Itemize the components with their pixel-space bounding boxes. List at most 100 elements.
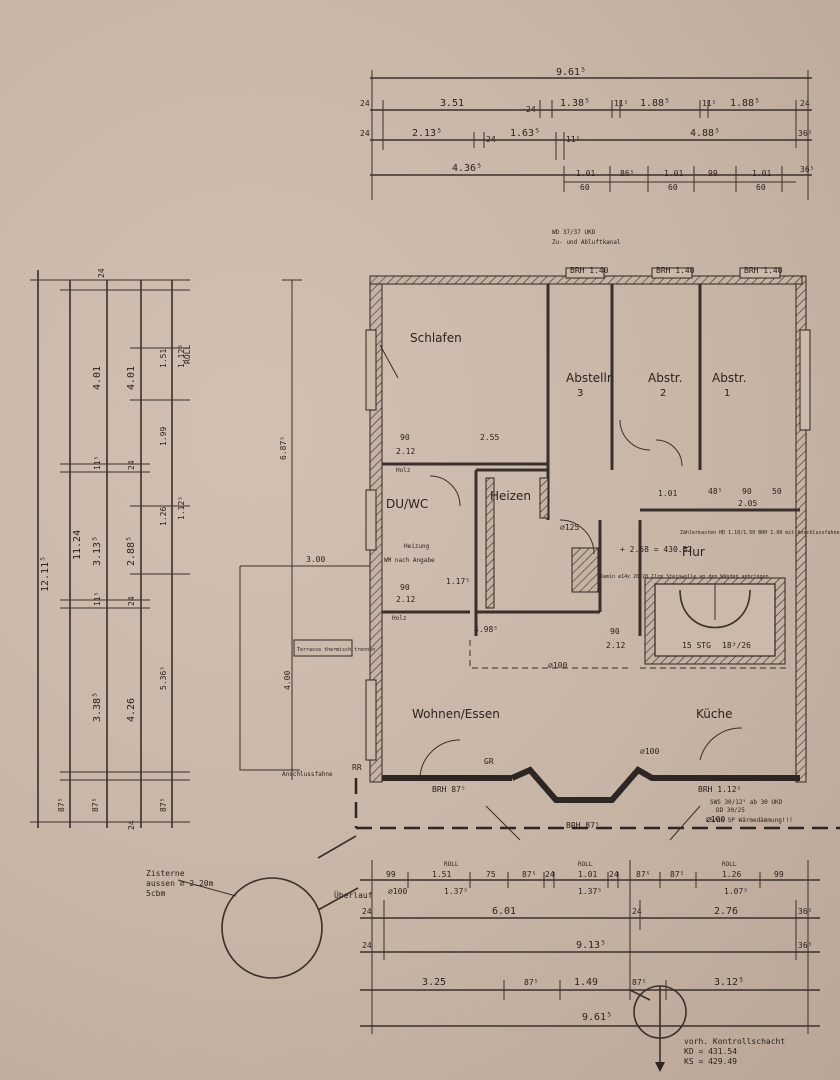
dim-label: 36⁵ (800, 165, 814, 174)
room-wohnen-essen: Wohnen/Essen (412, 707, 500, 721)
gr-label: GR (484, 757, 494, 766)
waermedaemmung-note: LS/GG SP Wärmedämmung!!! (706, 817, 793, 824)
stair-ratio: 18³/26 (722, 641, 751, 650)
dim-label: 1.88⁵ (640, 98, 670, 109)
dim-label: 1.88⁵ (730, 98, 760, 109)
dim-label: 1.17⁵ (446, 577, 470, 586)
dim-label: 3.25 (422, 977, 446, 988)
dim-label: ⌀100 (548, 661, 567, 670)
dim-label: 87⁵ (670, 870, 684, 879)
room-abstellr-3: Abstellr. (566, 371, 614, 385)
dim-label: 3.00 (306, 555, 325, 564)
dim-label: 1.12⁵ (177, 344, 186, 368)
dim-label: 99 (708, 169, 718, 178)
dim-label: 4.36⁵ (452, 163, 482, 174)
dim-label: 6.87⁵ (279, 436, 288, 460)
dim-label: 24 (127, 820, 136, 830)
room-abstr-2: Abstr. (648, 371, 682, 385)
dim-label: 2.76 (714, 906, 738, 917)
dim-label: 4.88⁵ (690, 128, 720, 139)
dd-note: DD 30/25 (716, 807, 745, 814)
top-dimension-chains: 9.61⁵ 24 3.51 24 1.38⁵ 11⁵ 1.88⁵ 11⁵ 1.8… (360, 67, 814, 200)
dim-label: 4.26 (126, 698, 137, 722)
room-kueche: Küche (696, 707, 732, 721)
wd-label: WD 37/37 UKD (552, 229, 596, 236)
dim-label: 24 (632, 907, 642, 916)
window-brh: BRH 1.40 (744, 266, 783, 275)
dim-label: 60 (668, 183, 678, 192)
dim-label: 1.99 (159, 427, 168, 446)
window-brh: BRH 1.40 (570, 266, 609, 275)
window-brh: BRH 87⁵ (566, 821, 600, 830)
dim-label: 2.55 (480, 433, 499, 442)
dim-label: 3.38⁵ (92, 692, 103, 722)
dim-label: 1.26 (159, 507, 168, 526)
dim-label: 1.26 (722, 870, 741, 879)
dim-label: 2.12 (396, 447, 415, 456)
dim-label: 86⁵ (620, 169, 634, 178)
dim-label: 75 (486, 870, 496, 879)
terrace-note: Terrasse thermisch trennen (297, 647, 375, 653)
window-brh: BRH 87⁵ (432, 785, 466, 794)
room-schlafen: Schlafen (410, 331, 462, 345)
room-flur: Flur (682, 545, 705, 559)
dim-label: 24 (609, 870, 619, 879)
room-abstr-1-num: 1 (724, 388, 730, 399)
shaft-kd: KD = 431.54 (684, 1047, 737, 1056)
dim-label: 1.12⁵ (177, 496, 186, 520)
dim-label: 87⁵ (57, 798, 66, 812)
bottom-dimension-chains: 99 1.51 75 87⁵ 24 1.01 24 87⁵ 87⁵ 1.26 9… (334, 860, 820, 1034)
dim-label: 1.01 (752, 169, 771, 178)
dim-label: 24 (486, 135, 496, 144)
dim-label: 1.37⁵ (444, 887, 468, 896)
dim-label: 2.88⁵ (126, 536, 137, 566)
room-heizen: Heizen (490, 489, 531, 503)
dim-label: 4.00 (283, 671, 292, 690)
dim-label: 1.01 (578, 870, 597, 879)
window-brh: BRH 1.40 (656, 266, 695, 275)
dim-label: 87⁵ (524, 978, 538, 987)
dim-label: 1.37⁵ (578, 887, 602, 896)
cistern-label: Zisterne (146, 869, 185, 878)
dim-label: 11⁵ (93, 456, 102, 470)
dim-label: 24 (127, 596, 136, 606)
dim-label: 24 (360, 99, 370, 108)
dim-label: 60 (580, 183, 590, 192)
dim-label: 36⁵ (798, 907, 812, 916)
shaft-ks: KS = 429.49 (684, 1057, 737, 1066)
dim-label: 90 (400, 433, 410, 442)
overflow-label: Überlauf (334, 890, 373, 900)
inner-annotations: 90 2.12 2.55 90 2.12 1.17⁵ 4.98⁵ 90 2.12… (352, 229, 840, 841)
dim-label: ⌀100 (640, 747, 659, 756)
shaft-label: vorh. Kontrollschacht (684, 1037, 785, 1046)
dim-label: 24 (97, 268, 106, 278)
dim-label: 2.12 (606, 641, 625, 650)
dim-label: 3.12⁵ (714, 977, 744, 988)
dim-label: 4.01 (92, 366, 103, 390)
dim-label: 11.24 (72, 530, 83, 560)
wm-note: WM nach Angabe (384, 557, 435, 564)
dim-label: ⌀125 (560, 523, 579, 532)
dim-label: 1.07⁵ (724, 887, 748, 896)
dim-label: 60 (756, 183, 766, 192)
dim-label: 2.12 (396, 595, 415, 604)
inspection-shaft: vorh. Kontrollschacht KD = 431.54 KS = 4… (629, 985, 785, 1072)
dim-label: 90 (610, 627, 620, 636)
top-total-dim: 9.61⁵ (556, 67, 586, 78)
dim-label: 1.49 (574, 977, 598, 988)
bottom-total-dim: 9.61⁵ (582, 1012, 612, 1023)
cistern: Zisterne aussen ⌀ 2.20m 5cbm (146, 835, 359, 979)
dim-label: 1.51 (159, 349, 168, 368)
dim-label: 3.51 (440, 98, 464, 109)
dim-label: 4.98⁵ (474, 625, 498, 634)
dim-label: 24 (362, 941, 372, 950)
roll-label: ROLL (444, 861, 459, 868)
dim-label: 1.01 (658, 489, 677, 498)
holz-note: Holz (396, 467, 411, 474)
dim-label: 4.01 (126, 366, 137, 390)
holz-note: Holz (392, 615, 407, 622)
level-mark: + 2.68 = 430.52 (620, 545, 692, 554)
dim-label: 11⁵ (93, 592, 102, 606)
wd-note: Zu- und Abluftkanal (552, 239, 621, 246)
